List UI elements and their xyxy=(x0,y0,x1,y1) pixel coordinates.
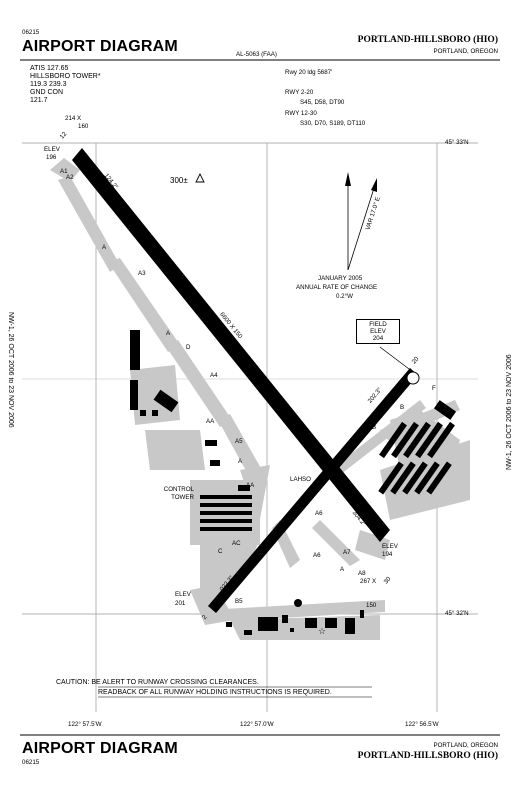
taxiway-aa-2: AA xyxy=(246,482,255,489)
field-elev-line1: FIELD xyxy=(369,321,387,328)
atis-freq: ATIS 127.65 xyxy=(30,65,69,72)
airport-name: PORTLAND-HILLSBORO (HIO) xyxy=(357,35,498,45)
elev-sw-value: 201 xyxy=(175,600,186,607)
taxiway-aa: AA xyxy=(206,418,215,425)
taxiway-c: C xyxy=(218,548,223,555)
thr-se-dims: 267 X xyxy=(360,578,377,585)
field-elevation-box: FIELD ELEV 204 xyxy=(356,319,400,344)
lon-mid-label: 122° 57.0'W xyxy=(240,721,274,728)
taxiway-a-south: A xyxy=(238,458,243,465)
runway-12-30 xyxy=(72,148,390,542)
mag-var-rate-value: 0.2°W xyxy=(336,293,353,300)
elev-se-value: 194 xyxy=(382,551,393,558)
lon-west-label: 122° 57.5'W xyxy=(68,721,102,728)
proc-number: 06215 xyxy=(22,29,40,36)
taxiway-network xyxy=(50,158,470,640)
magnetic-north-line xyxy=(347,184,376,271)
field-elev-value: 204 xyxy=(372,335,384,342)
effective-dates-right: NW-1, 26 OCT 2006 to 23 NOV 2006 xyxy=(506,354,513,470)
field-elev-line2: ELEV xyxy=(370,328,386,335)
taxiway-b5: B5 xyxy=(235,598,243,605)
caution-line-1: CAUTION: BE ALERT TO RUNWAY CROSSING CLE… xyxy=(56,679,259,686)
rwy2-20-strength: S45, D58, DT90 xyxy=(300,99,345,106)
control-tower-label-2: TOWER xyxy=(171,494,194,501)
field-elevation-leader xyxy=(379,346,414,373)
faa-id: AL-5063 (FAA) xyxy=(236,51,277,58)
thr-se-dims-2: 150 xyxy=(366,602,377,609)
effective-dates-left: NW-1, 26 OCT 2006 to 23 NOV 2006 xyxy=(7,312,14,428)
footer-title: AIRPORT DIAGRAM xyxy=(22,740,178,757)
taxiway-a6-south: A6 xyxy=(313,552,321,559)
rwy12-30-label: RWY 12-30 xyxy=(285,110,317,117)
elev-nw-label: ELEV xyxy=(44,146,60,153)
control-tower-label-1: CONTROL xyxy=(163,486,194,493)
page-title: AIRPORT DIAGRAM xyxy=(22,38,178,55)
rwy20-landing: Rwy 20 ldg 5687' xyxy=(285,69,333,76)
thr-nw-dims: 214 X xyxy=(65,115,82,122)
mag-var-rate: ANNUAL RATE OF CHANGE xyxy=(296,284,378,291)
elev-nw-value: 196 xyxy=(46,154,57,161)
tower-freq: 119.3 239.3 xyxy=(30,81,67,88)
rwy12-30-strength: S30, D70, S189, DT110 xyxy=(300,120,366,127)
magnetic-north-arrow xyxy=(371,178,377,192)
field-elevation-marker xyxy=(406,371,420,385)
taxiway-a3: A3 xyxy=(138,270,146,277)
mag-var-date: JANUARY 2005 xyxy=(318,275,363,282)
footer-airport: PORTLAND-HILLSBORO (HIO) xyxy=(357,751,498,761)
taxiway-a7: A7 xyxy=(343,549,351,556)
lon-east-label: 122° 56.5'W xyxy=(405,721,439,728)
gnd-freq: 121.7 xyxy=(30,97,48,104)
thr-nw-dims-2: 160 xyxy=(78,123,89,130)
beacon-icon: ☆ xyxy=(318,627,326,637)
taxiway-f: F xyxy=(432,385,436,392)
elev-sw-label: ELEV xyxy=(175,591,191,598)
footer-proc-number: 06215 xyxy=(22,759,40,766)
obstacle-height: 300± xyxy=(170,176,188,185)
runway-2-20 xyxy=(208,368,418,613)
caution-line-2: READBACK OF ALL RUNWAY HOLDING INSTRUCTI… xyxy=(98,689,332,696)
elev-se-label: ELEV xyxy=(382,543,398,550)
rwy2-20-label: RWY 2-20 xyxy=(285,89,314,96)
taxiway-ac: AC xyxy=(232,540,241,547)
taxiway-a5: A5 xyxy=(235,438,243,445)
lat-north-label: 45° 33'N xyxy=(445,139,469,146)
lat-south-label: 45° 32'N xyxy=(445,610,469,617)
gnd-con: GND CON xyxy=(30,89,64,96)
airport-city: PORTLAND, OREGON xyxy=(433,48,498,55)
taxiway-a-se: A xyxy=(340,566,345,573)
true-north-arrow xyxy=(345,172,351,186)
taxiway-a8: A8 xyxy=(358,570,366,577)
taxiway-b: B xyxy=(372,424,377,431)
taxiway-b-north: B xyxy=(400,404,405,411)
lahso-label: LAHSO xyxy=(290,476,311,483)
taxiway-a2-label: A2 xyxy=(66,174,74,181)
footer-city: PORTLAND, OREGON xyxy=(433,742,498,749)
taxiway-a-mid: A xyxy=(166,330,171,337)
taxiway-a6: A6 xyxy=(315,510,323,517)
taxiway-a-north: A xyxy=(102,244,107,251)
obstacle-icon xyxy=(195,172,205,183)
taxiway-a1: A1 xyxy=(60,168,68,175)
taxiway-a4: A4 xyxy=(210,372,218,379)
tower-name: HILLSBORO TOWER* xyxy=(30,73,101,80)
buildings xyxy=(130,330,457,635)
taxiway-d: D xyxy=(186,344,191,351)
